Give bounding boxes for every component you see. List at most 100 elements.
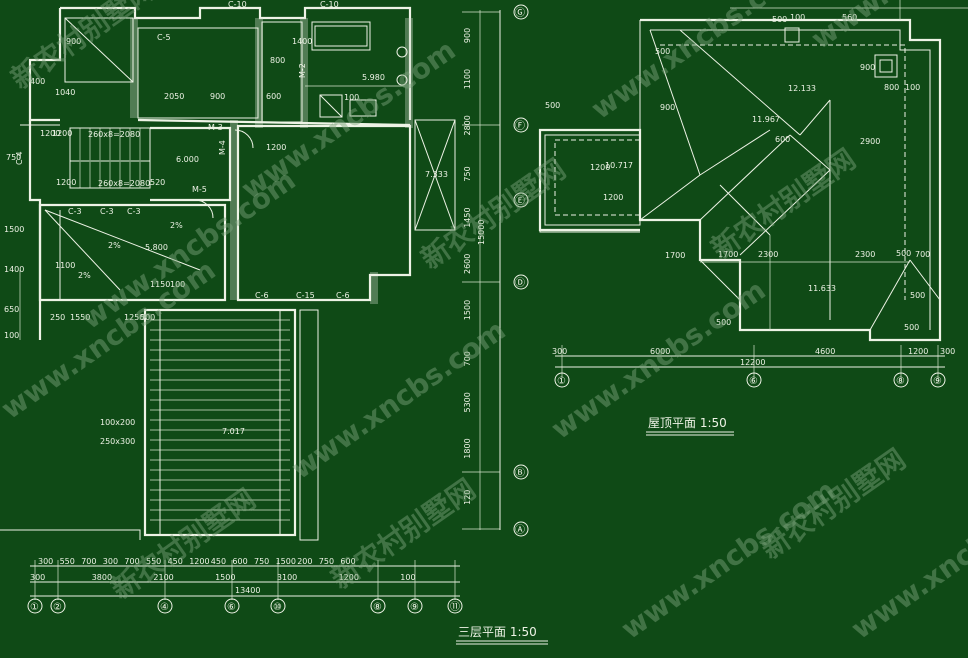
dimension-text: 2100 <box>153 573 173 582</box>
dimension-text: 300 <box>30 573 45 582</box>
dimension-text: 500 <box>545 101 560 110</box>
axis-marker <box>513 4 529 20</box>
axis-marker <box>50 598 66 614</box>
dimension-text: 500 <box>140 313 155 322</box>
dimension-text: 2300 <box>758 250 778 259</box>
watermark-text: www.xncbs.com <box>805 0 968 56</box>
stair-note-1: 260x8=2080 <box>88 130 140 139</box>
axis-marker <box>513 521 529 537</box>
dimension-text: 750 <box>463 166 472 181</box>
dimension-text: 800 <box>270 56 285 65</box>
dimension-text: 1200 <box>266 143 286 152</box>
dimension-text: 1200 <box>590 163 610 172</box>
dimension-text: 600 <box>775 135 790 144</box>
dimension-text: 100 <box>344 93 359 102</box>
axis-label: Ⓑ <box>515 467 525 479</box>
dimension-text: 1500 <box>215 573 235 582</box>
dimension-text: 1700 <box>665 251 685 260</box>
dimension-text: 3800 <box>92 573 112 582</box>
watermark-text: www.xncbs.com <box>615 473 842 645</box>
axis-marker <box>157 598 173 614</box>
dimension-text: 1100 <box>55 261 75 270</box>
dimension-text: 1150 <box>150 280 170 289</box>
dimension-text: 900 <box>66 37 81 46</box>
dimension-text: 500 <box>904 323 919 332</box>
dimension-text: 6000 <box>650 347 670 356</box>
axis-marker <box>370 598 386 614</box>
axis-label: ⑧ <box>896 376 905 387</box>
dimension-text: 1500 <box>463 300 472 320</box>
dimension-text: 1200 <box>603 193 623 202</box>
label-c6-b: C-6 <box>336 291 350 300</box>
elevation-4: 7.333 <box>425 170 448 179</box>
dimension-text: 700 <box>81 557 96 566</box>
axis-label: ⑨ <box>933 376 942 387</box>
watermark-text: www.xncbs.com <box>285 313 512 485</box>
dimension-text: 560 <box>842 13 857 22</box>
elevation-2: 5.980 <box>362 73 385 82</box>
dimension-text: 1400 <box>4 265 24 274</box>
label-c15: C-15 <box>296 291 315 300</box>
slope-3: 2% <box>170 221 183 230</box>
floor3-title: 三层平面 1:50 <box>458 625 537 639</box>
dimension-text: 500 <box>655 47 670 56</box>
axis-label: ⑧ <box>373 602 382 613</box>
axis-marker <box>893 372 909 388</box>
axis-marker <box>513 464 529 480</box>
dimension-text: 450 <box>211 557 226 566</box>
label-c10-b: C-10 <box>320 0 339 9</box>
label-m3: M-3 <box>208 123 223 132</box>
axis-marker <box>447 598 463 614</box>
dimension-text: 700 <box>463 351 472 366</box>
dimension-text: 2800 <box>463 115 472 135</box>
axis-label: ① <box>557 376 566 387</box>
dimension-text: 750 <box>319 557 334 566</box>
axis-label: ① <box>30 602 39 613</box>
dimension-text: 750 <box>6 153 21 162</box>
slope-1: 2% <box>108 241 121 250</box>
dimension-text: 2900 <box>860 137 880 146</box>
axis-label: ⑪ <box>450 601 460 613</box>
label-c4: C-4 <box>15 151 24 165</box>
dimension-text: 600 <box>232 557 247 566</box>
floor3-plan: C-10 C-10 C-5 M-3 M-5 M-4 M-2 C-3 C-3 C-… <box>0 0 548 645</box>
dimension-text: 1450 <box>463 207 472 227</box>
label-c6-a: C-6 <box>255 291 269 300</box>
dimension-text: 900 <box>660 103 675 112</box>
roof-elevation-4: 11.633 <box>808 284 836 293</box>
axis-marker <box>554 372 570 388</box>
elevation-1: 6.000 <box>176 155 199 164</box>
dimension-text: 300 <box>103 557 118 566</box>
elevation-5: 7.017 <box>222 427 245 436</box>
axis-label: Ⓖ <box>515 7 525 19</box>
dimension-text: 1200 <box>52 129 72 138</box>
dimension-text: 400 <box>30 77 45 86</box>
dimension-text: 120 <box>463 490 472 505</box>
axis-label: ⑥ <box>227 602 236 613</box>
dimension-text: 4600 <box>815 347 835 356</box>
elevation-3: 5.800 <box>145 243 168 252</box>
dimension-text: 1200 <box>908 347 928 356</box>
axis-label: Ⓓ <box>515 277 525 289</box>
dimension-text: 900 <box>463 28 472 43</box>
label-c3-a: C-3 <box>68 207 82 216</box>
dimension-text: 800 <box>884 83 899 92</box>
axis-marker <box>224 598 240 614</box>
axis-marker <box>930 372 946 388</box>
label-c10-a: C-10 <box>228 0 247 9</box>
dimension-text: 100 <box>790 13 805 22</box>
axis-marker <box>27 598 43 614</box>
total-dimension: 13400 <box>235 586 260 595</box>
dimension-text: 500 <box>716 318 731 327</box>
dimension-text: 700 <box>915 250 930 259</box>
dimension-text: 3100 <box>277 573 297 582</box>
label-c3-b: C-3 <box>100 207 114 216</box>
axis-marker <box>513 192 529 208</box>
